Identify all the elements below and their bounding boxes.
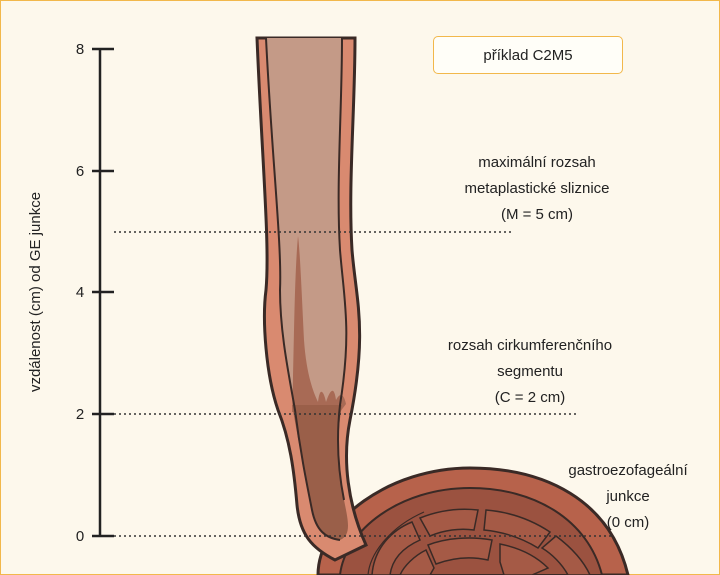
tick-label-4: 4 xyxy=(76,284,84,301)
tick-label-6: 6 xyxy=(76,163,84,180)
tick-label-2: 2 xyxy=(76,406,84,423)
y-axis-ticks xyxy=(92,49,114,536)
annotation-circumferential: rozsah cirkumferenčního segmentu (C = 2 … xyxy=(448,337,612,406)
y-axis-title: vzdálenost (cm) od GE junkce xyxy=(27,192,44,392)
annotation-gej-line-1: gastroezofageální xyxy=(568,462,688,479)
annotation-max-extent: maximální rozsah metaplastické sliznice … xyxy=(464,154,609,223)
annotation-gej-line-2: junkce xyxy=(605,488,649,505)
stomach-illustration xyxy=(318,468,628,575)
annotation-max-extent-line-2: metaplastické sliznice xyxy=(464,180,609,197)
annotation-gej-line-3: (0 cm) xyxy=(607,514,650,531)
annotation-circumferential-line-1: rozsah cirkumferenčního xyxy=(448,337,612,354)
annotation-circumferential-line-2: segmentu xyxy=(497,363,563,380)
annotation-circumferential-line-3: (C = 2 cm) xyxy=(495,389,565,406)
tick-label-8: 8 xyxy=(76,41,84,58)
annotation-max-extent-line-1: maximální rozsah xyxy=(478,154,596,171)
example-badge: příklad C2M5 xyxy=(433,36,623,74)
annotation-max-extent-line-3: (M = 5 cm) xyxy=(501,206,573,223)
tick-label-0: 0 xyxy=(76,528,84,545)
